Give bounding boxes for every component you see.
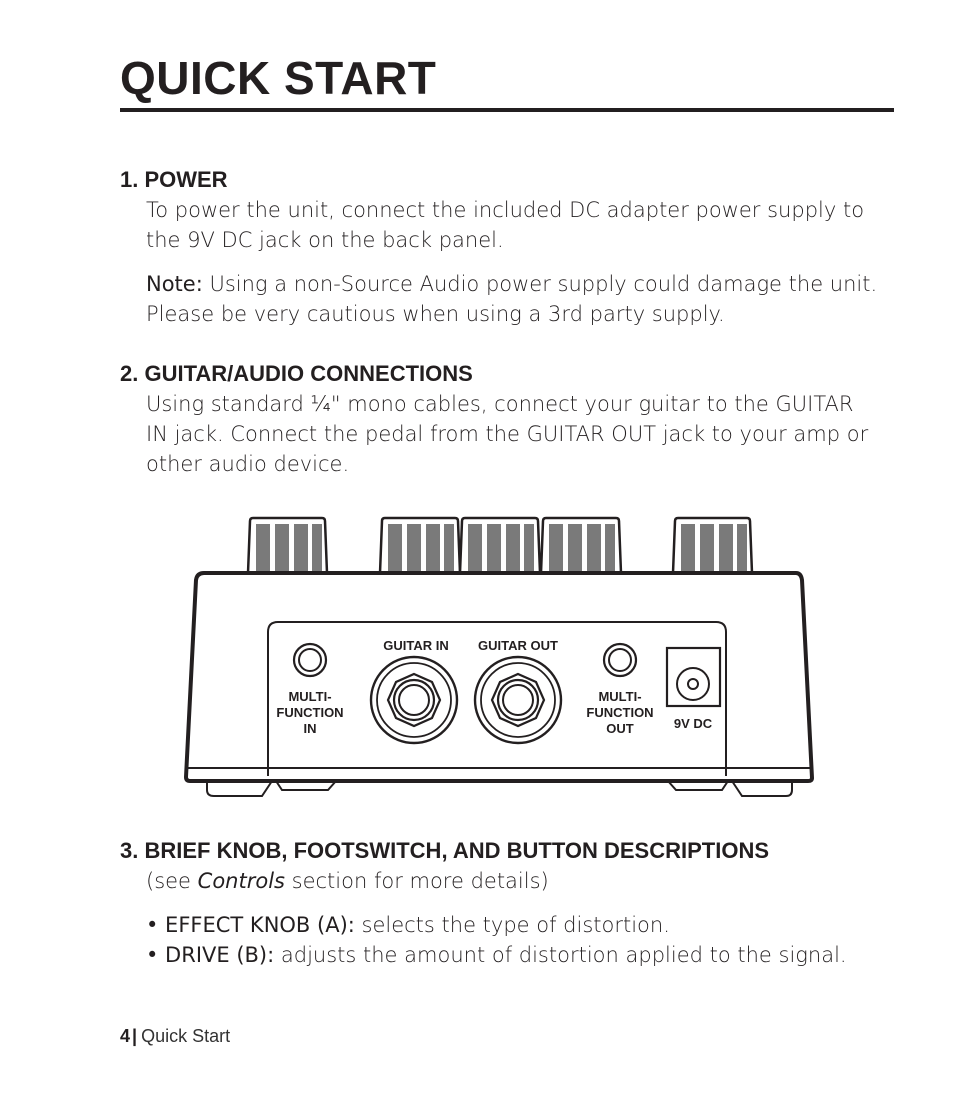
knob-1: [246, 516, 329, 574]
bullet-effect-knob: • EFFECT KNOB (A): selects the type of d…: [146, 910, 906, 940]
section-heading-power: 1. POWER: [120, 167, 228, 192]
section-heading-descriptions: 3. BRIEF KNOB, FOOTSWITCH, AND BUTTON DE…: [120, 838, 770, 863]
dc-label: 9V DC: [674, 716, 713, 731]
multi-out-label-3: OUT: [606, 721, 634, 736]
bullet-label: • EFFECT KNOB (A):: [146, 913, 355, 937]
knob-4: [539, 516, 623, 574]
jack-panel: [267, 621, 727, 776]
subtitle-prefix: (see: [146, 869, 198, 893]
multi-in-label-2: FUNCTION: [276, 705, 343, 720]
bullet-text: adjusts the amount of distortion applied…: [274, 943, 847, 967]
multi-in-label-3: IN: [304, 721, 317, 736]
knob-2: [378, 516, 462, 574]
foot-left: [206, 780, 273, 797]
knob-3: [458, 516, 542, 574]
descriptions-subtitle: (see Controls section for more details): [146, 866, 906, 896]
footer-section-name: Quick Start: [141, 1026, 231, 1046]
foot-right: [731, 780, 793, 797]
multi-function-out-jack: [602, 642, 638, 678]
foot-right-2: [667, 780, 729, 791]
power-note: Note: Using a non-Source Audio power sup…: [146, 269, 906, 329]
multi-function-in-jack: [292, 642, 328, 678]
dc-power-jack: [665, 646, 722, 708]
footer-separator: |: [132, 1026, 138, 1046]
bullet-label: • DRIVE (B):: [146, 943, 275, 967]
multi-out-label-2: FUNCTION: [586, 705, 653, 720]
connections-paragraph: Using standard ¼" mono cables, connect y…: [146, 392, 869, 476]
guitar-out-jack: [473, 655, 563, 745]
title-rule: [120, 108, 894, 112]
multi-out-label-1: MULTI-: [598, 689, 641, 704]
section-heading-connections: 2. GUITAR/AUDIO CONNECTIONS: [120, 361, 473, 386]
subtitle-suffix: section for more details): [284, 869, 549, 893]
foot-left-2: [275, 780, 337, 791]
page-number: 4: [120, 1026, 131, 1046]
multi-in-label-1: MULTI-: [288, 689, 331, 704]
guitar-out-label: GUITAR OUT: [478, 638, 558, 653]
note-text: Using a non-Source Audio power supply co…: [146, 272, 878, 326]
bullet-drive: • DRIVE (B): adjusts the amount of disto…: [146, 940, 906, 970]
page-footer: 4|Quick Start: [120, 1024, 230, 1048]
power-paragraph: To power the unit, connect the included …: [146, 198, 865, 252]
pedal-body: [183, 571, 815, 783]
guitar-in-label: GUITAR IN: [383, 638, 448, 653]
note-label: Note:: [146, 272, 203, 296]
bullet-text: selects the type of distortion.: [354, 913, 670, 937]
knob-5: [671, 516, 754, 574]
page-title: QUICK START: [120, 52, 437, 104]
guitar-in-jack: [369, 655, 459, 745]
controls-reference: Controls: [197, 869, 285, 893]
